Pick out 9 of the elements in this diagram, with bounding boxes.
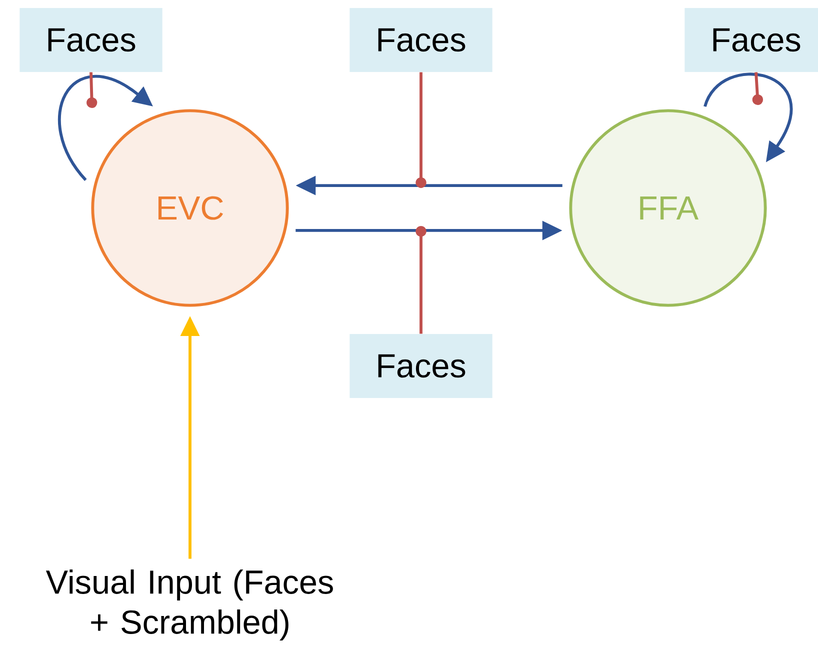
modulation-line — [752, 72, 763, 105]
condition-box: Faces — [350, 334, 492, 398]
condition-box: Faces — [350, 8, 492, 72]
input-label: Visual Input (Faces + Scrambled) — [46, 569, 333, 641]
modulation-line — [416, 226, 426, 334]
condition-box: Faces — [20, 8, 162, 72]
modulation-line — [416, 72, 426, 188]
condition-box: Faces — [684, 8, 818, 72]
modulation-line — [86, 72, 98, 108]
